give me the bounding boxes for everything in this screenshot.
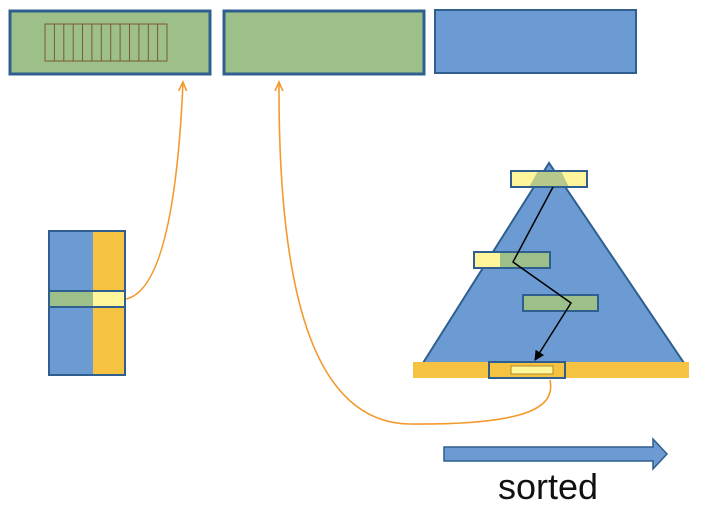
sorted-label: sorted	[498, 466, 598, 507]
tree-node-middle	[473, 251, 551, 269]
top-block-3	[434, 9, 637, 74]
top-block-1	[8, 9, 212, 76]
sorted-arrow	[443, 437, 669, 471]
tree-node-top	[510, 170, 588, 188]
tree-node-leaf	[488, 361, 566, 379]
orange-arrow-left	[125, 82, 183, 300]
top-block-2	[222, 9, 426, 76]
left-column-block	[48, 230, 126, 376]
striped-region	[44, 23, 168, 62]
tree-node-lower	[522, 294, 599, 312]
traversal-path-arrow	[512, 186, 573, 361]
tree-triangle	[421, 161, 686, 364]
left-highlight-row	[48, 290, 126, 308]
orange-arrow-right	[279, 82, 552, 425]
